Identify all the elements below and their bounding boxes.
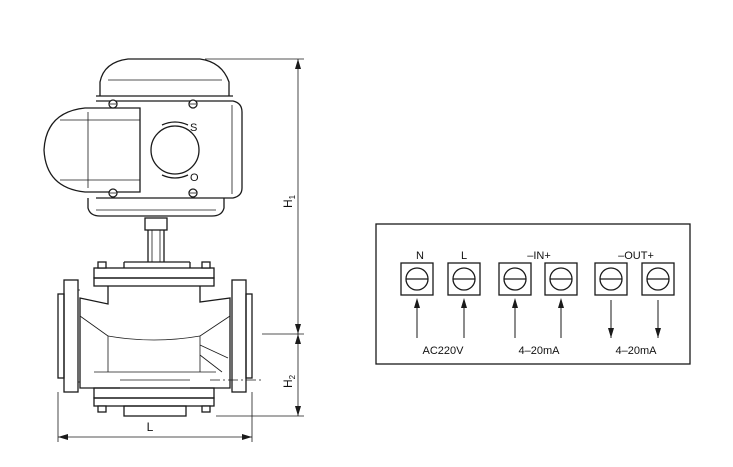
signal-label-input: 4–20mA — [519, 345, 561, 357]
arrow-down-icon — [295, 406, 301, 416]
terminal-2 — [447, 262, 481, 338]
wiring-diagram: N L –IN+ –OUT+ AC220V 4–20mA 4–20mA — [375, 223, 691, 365]
terminal-3 — [498, 262, 532, 338]
arrow-up-icon — [512, 298, 518, 308]
terminal-4 — [544, 262, 578, 338]
dimension-l: L — [147, 420, 154, 434]
dimension-lines: H1 H2 L — [57, 58, 304, 442]
dimension-h1: H1 — [281, 194, 297, 208]
terminal-block — [400, 262, 675, 338]
bottom-flange — [93, 387, 215, 417]
terminal-label-in: –IN+ — [527, 250, 551, 262]
bonnet-flange — [93, 261, 215, 287]
manual-knob: S O — [150, 121, 200, 184]
actuator-body — [43, 99, 243, 217]
valve-body — [79, 286, 231, 389]
arrow-up-icon — [558, 298, 564, 308]
arrow-up-icon — [295, 334, 301, 344]
arrow-up-icon — [414, 298, 420, 308]
arrow-down-icon — [655, 328, 661, 338]
knob-icon — [150, 125, 200, 175]
signal-label-output: 4–20mA — [616, 345, 658, 357]
terminal-6 — [641, 262, 675, 338]
dimension-h2: H2 — [281, 374, 297, 388]
arrow-right-icon — [242, 434, 252, 440]
terminal-label-out: –OUT+ — [618, 250, 654, 262]
knob-label-o: O — [190, 172, 199, 184]
electric-valve-drawing: S O — [43, 58, 262, 417]
arrow-up-icon — [461, 298, 467, 308]
terminal-1 — [400, 262, 434, 338]
valve-stem — [123, 217, 191, 268]
arrow-left-icon — [58, 434, 68, 440]
terminal-label-l: L — [461, 250, 467, 262]
signal-label-ac220v: AC220V — [423, 345, 465, 357]
terminal-label-n: N — [416, 250, 424, 262]
terminal-5 — [594, 262, 628, 338]
knob-label-s: S — [190, 122, 197, 134]
arrow-up-icon — [295, 59, 301, 69]
left-flange — [57, 279, 80, 393]
wiring-box — [375, 223, 691, 365]
right-flange — [231, 279, 253, 393]
actuator-cover — [96, 58, 233, 102]
arrow-down-icon — [295, 324, 301, 334]
arrow-down-icon — [608, 328, 614, 338]
